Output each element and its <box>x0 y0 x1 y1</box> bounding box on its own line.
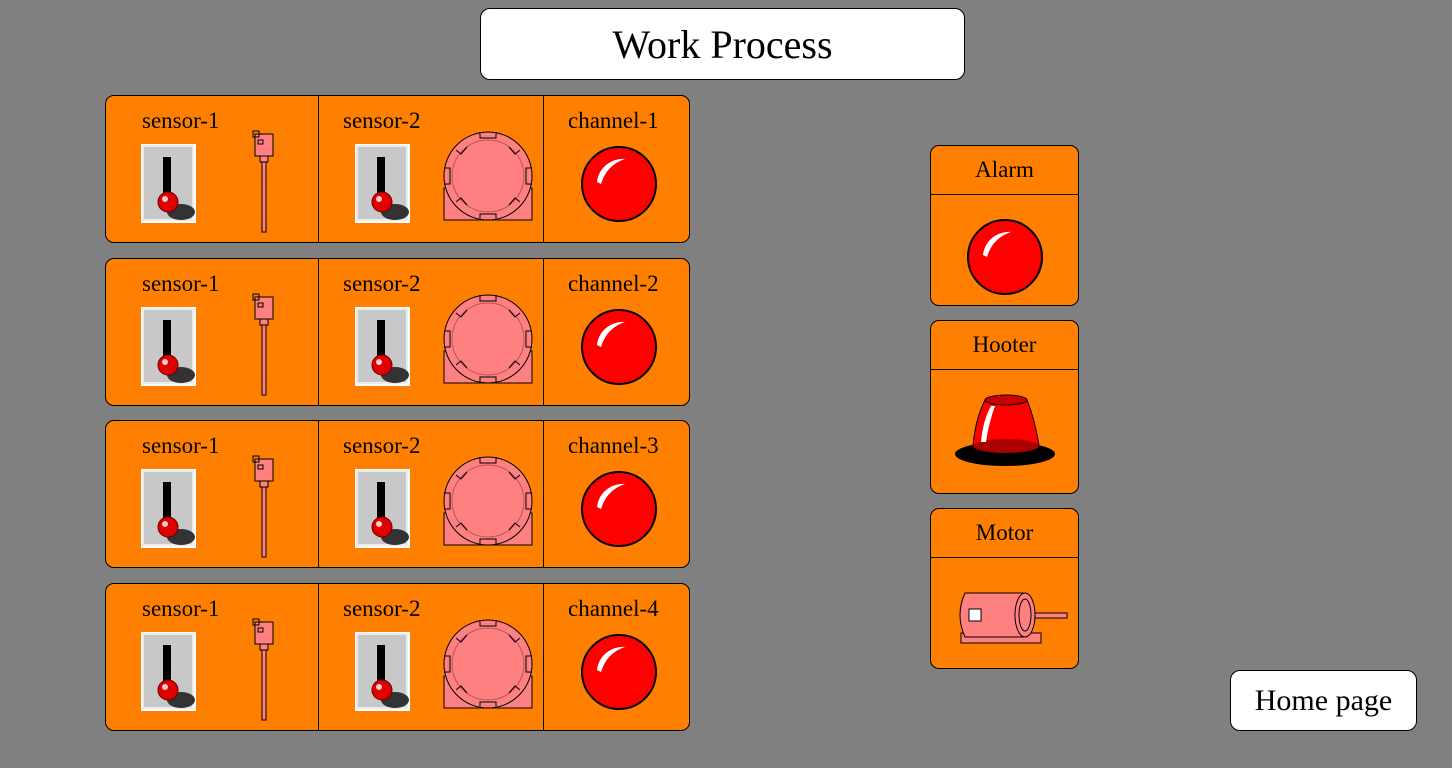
sensor-1-label: sensor-1 <box>142 433 220 458</box>
sensor-1-cell: sensor-1 <box>106 96 318 242</box>
motor-body <box>931 558 1078 668</box>
toggle-switch-icon[interactable] <box>355 469 411 549</box>
channel-label: channel-3 <box>568 433 659 458</box>
beacon-icon <box>953 390 1057 470</box>
channel-row: sensor-1 sensor-2 channel-4 <box>105 583 690 731</box>
home-page-button[interactable]: Home page <box>1230 670 1417 731</box>
motor-label: Motor <box>931 509 1078 558</box>
sensor-1-label: sensor-1 <box>142 596 220 621</box>
level-probe-icon <box>252 130 276 234</box>
indicator-lamp-icon <box>579 469 659 549</box>
hooter-panel: Hooter <box>930 320 1079 494</box>
toggle-switch-icon[interactable] <box>355 307 411 387</box>
channel-cell: channel-3 <box>543 421 689 567</box>
sensor-2-cell: sensor-2 <box>318 96 544 242</box>
page-title-text: Work Process <box>612 21 833 67</box>
level-probe-icon <box>252 455 276 559</box>
valve-icon <box>442 293 534 385</box>
sensor-2-label: sensor-2 <box>343 596 421 621</box>
channel-row: sensor-1 sensor-2 channel-1 <box>105 95 690 243</box>
alarm-lamp-icon <box>965 217 1045 297</box>
toggle-switch-icon[interactable] <box>141 469 197 549</box>
channel-label: channel-1 <box>568 108 659 133</box>
alarm-panel: Alarm <box>930 145 1079 306</box>
alarm-body <box>931 195 1078 305</box>
home-page-label: Home page <box>1254 683 1393 717</box>
channel-row: sensor-1 sensor-2 channel-3 <box>105 420 690 568</box>
hooter-body <box>931 370 1078 493</box>
sensor-1-label: sensor-1 <box>142 108 220 133</box>
indicator-lamp-icon <box>579 144 659 224</box>
sensor-1-cell: sensor-1 <box>106 584 318 730</box>
toggle-switch-icon[interactable] <box>355 632 411 712</box>
channel-label: channel-4 <box>568 596 659 621</box>
hooter-label: Hooter <box>931 321 1078 370</box>
channel-cell: channel-1 <box>543 96 689 242</box>
motor-icon <box>951 580 1071 650</box>
sensor-1-cell: sensor-1 <box>106 421 318 567</box>
valve-icon <box>442 455 534 547</box>
indicator-lamp-icon <box>579 632 659 712</box>
valve-icon <box>442 130 534 222</box>
toggle-switch-icon[interactable] <box>141 632 197 712</box>
sensor-1-cell: sensor-1 <box>106 259 318 405</box>
page-title: Work Process <box>480 8 965 80</box>
indicator-lamp-icon <box>579 307 659 387</box>
level-probe-icon <box>252 293 276 397</box>
channel-cell: channel-2 <box>543 259 689 405</box>
toggle-switch-icon[interactable] <box>141 144 197 224</box>
sensor-2-label: sensor-2 <box>343 433 421 458</box>
toggle-switch-icon[interactable] <box>355 144 411 224</box>
sensor-1-label: sensor-1 <box>142 271 220 296</box>
channel-cell: channel-4 <box>543 584 689 730</box>
channel-label: channel-2 <box>568 271 659 296</box>
motor-panel: Motor <box>930 508 1079 669</box>
sensor-2-label: sensor-2 <box>343 108 421 133</box>
alarm-label: Alarm <box>931 146 1078 195</box>
channel-row: sensor-1 sensor-2 channel-2 <box>105 258 690 406</box>
sensor-2-cell: sensor-2 <box>318 421 544 567</box>
sensor-2-cell: sensor-2 <box>318 259 544 405</box>
level-probe-icon <box>252 618 276 722</box>
toggle-switch-icon[interactable] <box>141 307 197 387</box>
sensor-2-label: sensor-2 <box>343 271 421 296</box>
sensor-2-cell: sensor-2 <box>318 584 544 730</box>
valve-icon <box>442 618 534 710</box>
